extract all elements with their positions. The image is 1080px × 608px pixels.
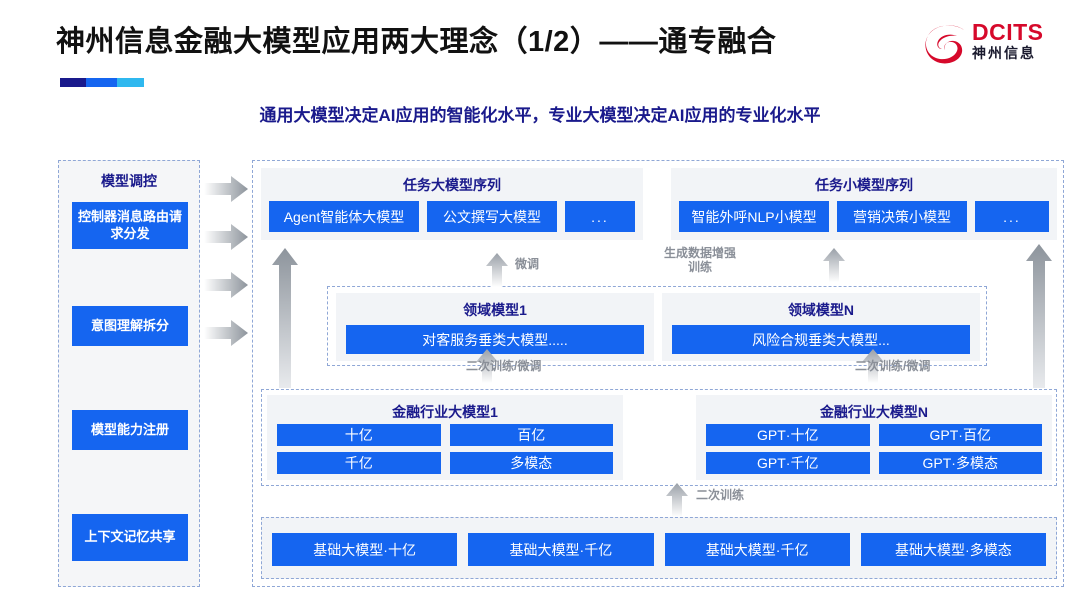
right-arrow-icon-2: [204, 224, 248, 250]
chip-agent-model[interactable]: Agent智能体大模型: [269, 201, 419, 232]
chip-ten-billion[interactable]: 百亿: [449, 424, 613, 446]
page-title: 神州信息金融大模型应用两大理念（1/2）——通专融合: [56, 26, 777, 58]
page-header: 神州信息金融大模型应用两大理念（1/2）——通专融合 DCITS 神州信息: [0, 0, 1080, 92]
domain-model-n: 领域模型N 风险合规垂类大模型...: [662, 293, 980, 361]
finance-industry-model-1-chips: 十亿 百亿 千亿 多模态: [277, 424, 613, 474]
task-large-model-sequence-title: 任务大模型序列: [403, 177, 501, 193]
finance-industry-model-n-title: 金融行业大模型N: [819, 404, 929, 420]
domain-model-1-title: 领域模型1: [463, 302, 527, 318]
architecture-panel: 任务大模型序列 Agent智能体大模型 公文撰写大模型 ... 任务小模型序列 …: [252, 160, 1064, 587]
task-small-model-chips: 智能外呼NLP小模型 营销决策小模型 ...: [679, 201, 1049, 232]
finance-industry-model-n-chips: GPT·十亿 GPT·百亿 GPT·千亿 GPT·多模态: [706, 424, 1042, 474]
up-arrow-icon-tall-left: [272, 248, 298, 388]
chip-document-writing-model[interactable]: 公文撰写大模型: [427, 201, 557, 232]
arrow-label-generated-data: 生成数据增强 训练: [663, 246, 736, 274]
chip-hundred-billion[interactable]: 千亿: [277, 452, 441, 474]
chip-more-small-models[interactable]: ...: [975, 201, 1049, 232]
chip-gpt-ten-billion[interactable]: GPT·百亿: [878, 424, 1042, 446]
accent-segment-3: [117, 78, 144, 87]
domain-model-1: 领域模型1 对客服务垂类大模型.....: [336, 293, 654, 361]
right-arrow-icon-4: [204, 320, 248, 346]
logo-swirl-icon: [925, 25, 964, 64]
logo-en-text: DCITS: [972, 19, 1044, 45]
chip-base-hundred-billion-2[interactable]: 基础大模型·千亿: [664, 533, 850, 566]
finance-industry-model-n: 金融行业大模型N GPT·十亿 GPT·百亿 GPT·千亿 GPT·多模态: [696, 395, 1052, 480]
dcits-logo: DCITS 神州信息: [924, 18, 1064, 74]
chip-more-large-models[interactable]: ...: [565, 201, 635, 232]
chip-base-hundred-billion-1[interactable]: 基础大模型·千亿: [468, 533, 654, 566]
up-arrow-icon-secondtrain-right: [862, 349, 884, 383]
control-panel: 模型调控 控制器消息路由请求分发 意图理解拆分 模型能力注册 上下文记忆共享: [58, 160, 200, 587]
chip-gpt-hundred-billion[interactable]: GPT·千亿: [706, 452, 870, 474]
right-arrow-icon-1: [204, 176, 248, 202]
arrow-label-finetune: 微调: [515, 257, 540, 271]
domain-model-group: 领域模型1 对客服务垂类大模型..... 领域模型N 风险合规垂类大模型...: [327, 286, 987, 366]
chip-gpt-billion[interactable]: GPT·十亿: [706, 424, 870, 446]
base-model-group: 基础大模型·十亿 基础大模型·千亿 基础大模型·千亿 基础大模型·多模态: [261, 517, 1057, 579]
accent-segment-2: [86, 78, 117, 87]
chip-customer-service-vertical-model[interactable]: 对客服务垂类大模型.....: [346, 325, 644, 354]
industry-model-group: 金融行业大模型1 十亿 百亿 千亿 多模态 金融行业大模型N GPT·十亿 GP…: [261, 389, 1057, 486]
arrow-label-secondtrain-left: 二次训练/微调: [466, 359, 542, 373]
task-large-model-sequence: 任务大模型序列 Agent智能体大模型 公文撰写大模型 ...: [261, 168, 643, 240]
logo-cn-text: 神州信息: [972, 45, 1036, 61]
task-small-model-sequence-title: 任务小模型序列: [815, 177, 913, 193]
accent-segment-1: [60, 78, 86, 87]
task-small-model-sequence: 任务小模型序列 智能外呼NLP小模型 营销决策小模型 ...: [671, 168, 1057, 240]
control-item-message-routing[interactable]: 控制器消息路由请求分发: [72, 202, 188, 249]
arrow-label-second-train: 二次训练: [696, 488, 745, 502]
control-item-context-memory[interactable]: 上下文记忆共享: [72, 514, 188, 561]
control-item-intent-parsing[interactable]: 意图理解拆分: [72, 306, 188, 346]
chip-marketing-decision-model[interactable]: 营销决策小模型: [837, 201, 967, 232]
chip-base-multimodal[interactable]: 基础大模型·多模态: [860, 533, 1046, 566]
finance-industry-model-1-title: 金融行业大模型1: [392, 404, 498, 420]
page-subtitle: 通用大模型决定AI应用的智能化水平，专业大模型决定AI应用的专业化水平: [259, 106, 821, 125]
chip-multimodal[interactable]: 多模态: [449, 452, 613, 474]
chip-outbound-nlp-model[interactable]: 智能外呼NLP小模型: [679, 201, 829, 232]
chip-base-billion[interactable]: 基础大模型·十亿: [272, 533, 458, 566]
control-panel-title: 模型调控: [101, 173, 157, 189]
task-large-model-chips: Agent智能体大模型 公文撰写大模型 ...: [269, 201, 635, 232]
domain-model-n-title: 领域模型N: [787, 302, 855, 318]
up-arrow-icon-generated-data: [823, 248, 845, 282]
base-model-chips: 基础大模型·十亿 基础大模型·千亿 基础大模型·千亿 基础大模型·多模态: [272, 533, 1046, 566]
chip-risk-compliance-vertical-model[interactable]: 风险合规垂类大模型...: [672, 325, 970, 354]
finance-industry-model-1: 金融行业大模型1 十亿 百亿 千亿 多模态: [267, 395, 623, 480]
up-arrow-icon-finetune-left: [486, 253, 508, 287]
accent-bar: [60, 78, 144, 87]
up-arrow-icon-tall-right: [1026, 244, 1052, 388]
chip-gpt-multimodal[interactable]: GPT·多模态: [878, 452, 1042, 474]
logo-text: DCITS 神州信息: [972, 20, 1044, 62]
chip-billion[interactable]: 十亿: [277, 424, 441, 446]
right-arrow-icon-3: [204, 272, 248, 298]
up-arrow-icon-secondtrain-left: [476, 349, 498, 383]
up-arrow-icon-secondtrain-base: [666, 483, 688, 517]
control-item-capability-registry[interactable]: 模型能力注册: [72, 410, 188, 450]
arrow-label-secondtrain-right: 二次训练/微调: [855, 359, 931, 373]
